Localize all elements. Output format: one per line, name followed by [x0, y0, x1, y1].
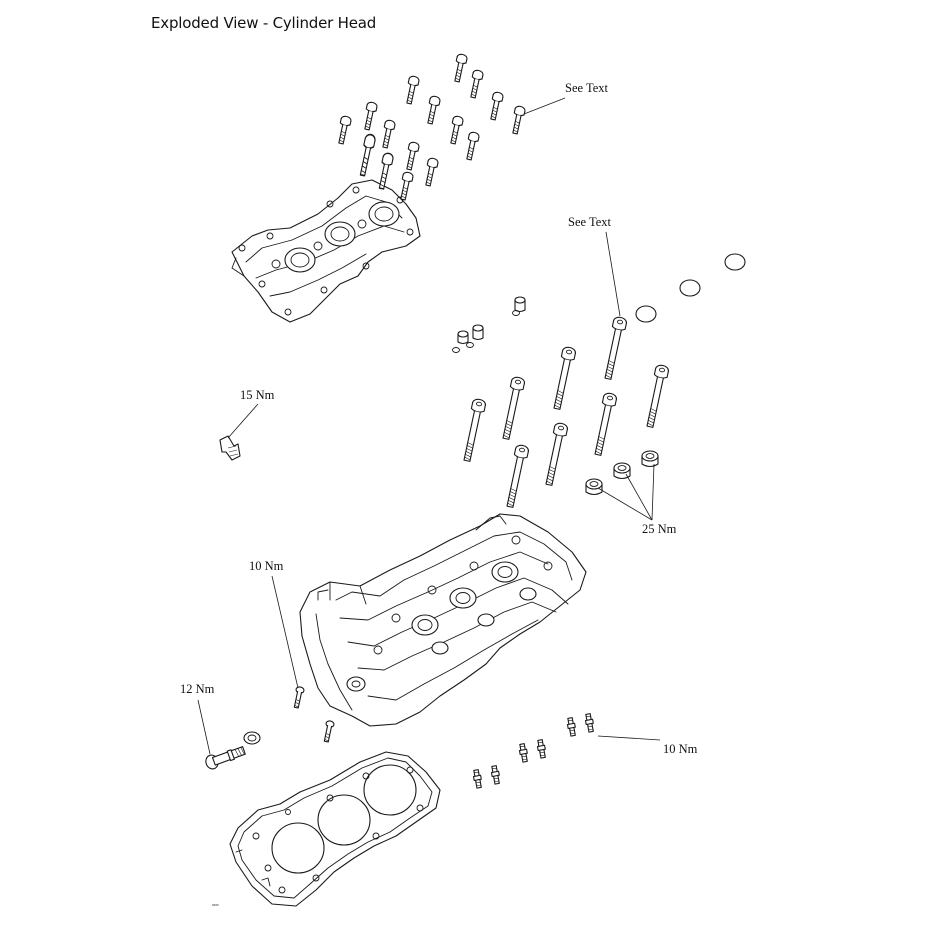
cylinder-head — [299, 513, 587, 727]
callout-sensor-torque: 15 Nm — [240, 388, 275, 402]
callout-cap-nuts-torque: 25 Nm — [642, 522, 677, 536]
leader-lines — [197, 97, 661, 755]
plug-and-washer — [205, 731, 261, 770]
callout-carrier-bolts: See Text — [565, 81, 609, 95]
studs — [471, 712, 596, 789]
callout-head-bolts: See Text — [568, 215, 612, 229]
camshaft-carrier — [231, 179, 421, 323]
figure-number: #### — [212, 903, 219, 907]
page-title: Exploded View - Cylinder Head — [151, 14, 377, 32]
sensor-bolt — [219, 435, 241, 461]
callout-plug-torque: 12 Nm — [180, 682, 215, 696]
dowels-and-seals — [452, 296, 526, 353]
cap-nuts — [585, 450, 659, 496]
head-bolts — [460, 315, 670, 509]
carrier-bolts — [335, 52, 527, 202]
head-gasket — [229, 751, 441, 907]
o-rings — [635, 253, 746, 323]
callout-stud-torque: 10 Nm — [663, 742, 698, 756]
side-bolts — [293, 686, 335, 743]
callout-side-bolt-torque: 10 Nm — [249, 559, 284, 573]
